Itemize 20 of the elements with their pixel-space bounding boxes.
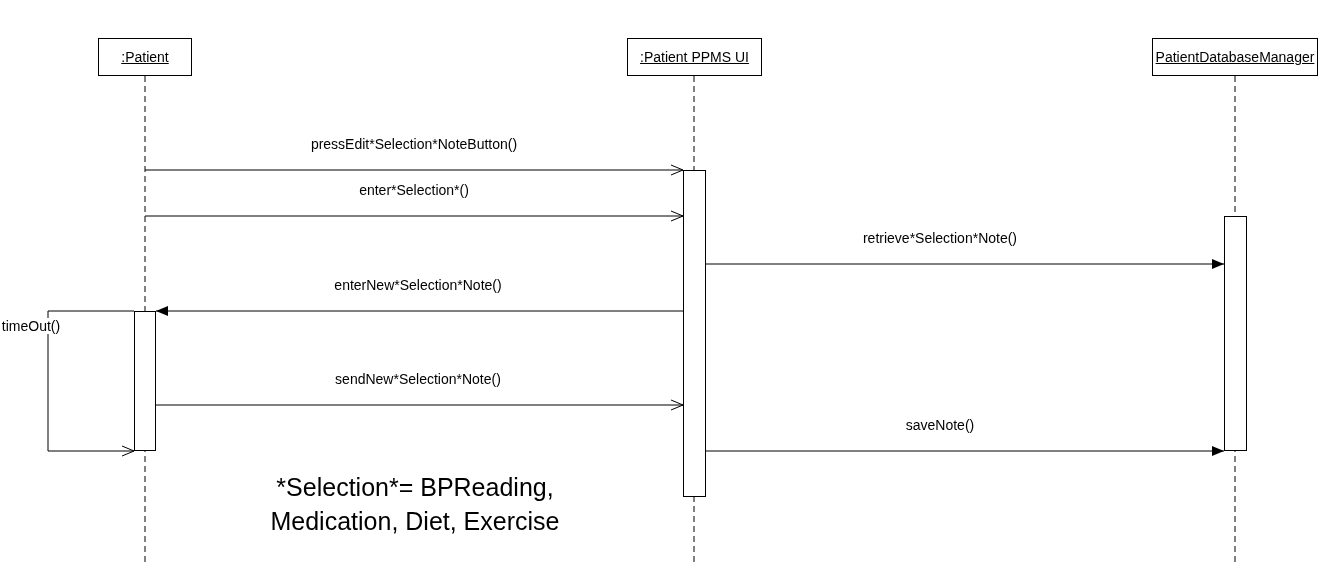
message-label: timeOut() [0, 318, 63, 334]
activation-bar [134, 311, 156, 451]
message-arrow [155, 306, 684, 316]
message-label: saveNote() [903, 417, 977, 433]
lifeline-head: :Patient PPMS UI [627, 38, 762, 76]
activation-bar [1224, 216, 1247, 451]
message-arrow [47, 310, 135, 457]
lifeline-head: :Patient [98, 38, 192, 76]
message-arrow [144, 210, 684, 222]
message-arrow [155, 399, 684, 411]
message-arrow [144, 164, 684, 176]
message-label: sendNew*Selection*Note() [333, 371, 503, 387]
message-label: enter*Selection*() [357, 182, 471, 198]
note-text: *Selection*= BPReading, Medication, Diet, Exercise [269, 472, 561, 537]
activation-bar [683, 170, 706, 497]
message-arrow [705, 259, 1225, 269]
message-label: pressEdit*Selection*NoteButton() [308, 136, 520, 152]
message-label: enterNew*Selection*Note() [332, 277, 504, 293]
lifeline-head: PatientDatabaseManager [1152, 38, 1318, 76]
message-arrow [705, 446, 1225, 456]
